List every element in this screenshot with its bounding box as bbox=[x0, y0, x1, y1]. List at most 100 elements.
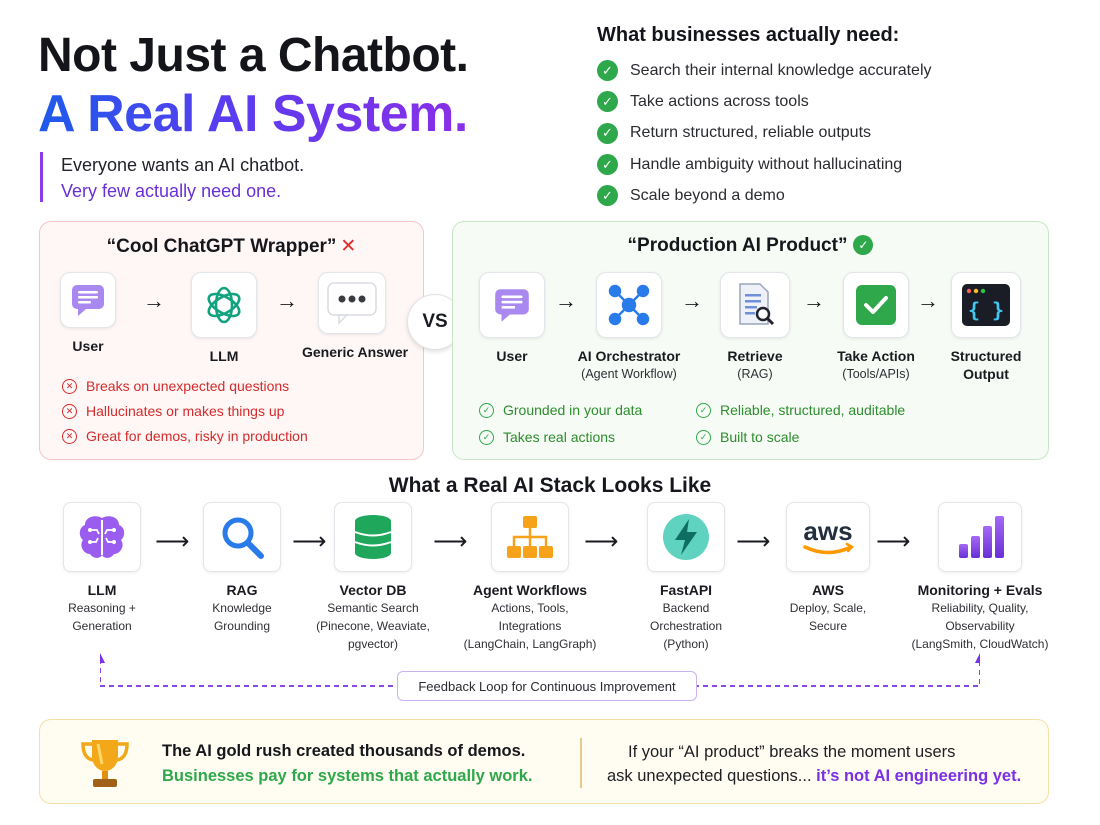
product-node-retrieve: Retrieve (RAG) bbox=[720, 272, 790, 383]
node-sublabel: Orchestration bbox=[649, 619, 723, 633]
check-icon: ✓ bbox=[597, 122, 618, 144]
bullet-text: Breaks on unexpected questions bbox=[86, 378, 290, 394]
bullet-text: Takes real actions bbox=[503, 429, 616, 445]
node-label: Structured bbox=[950, 348, 1022, 364]
product-node-structured-output: { } Structured Output bbox=[946, 272, 1026, 383]
node-sublabel: (Agent Workflow) bbox=[581, 367, 677, 381]
bar-chart-icon bbox=[938, 502, 1022, 572]
node-label: LLM bbox=[87, 582, 117, 598]
node-sublabel: Backend bbox=[662, 601, 710, 615]
node-sublabel: Semantic Search bbox=[327, 601, 419, 615]
need-text: Search their internal knowledge accurate… bbox=[630, 61, 932, 79]
need-text: Scale beyond a demo bbox=[630, 186, 785, 204]
flowchart-icon bbox=[491, 502, 569, 572]
stack-node-llm: LLM Reasoning + Generation bbox=[52, 502, 152, 635]
arrow-right-icon: → bbox=[917, 288, 939, 313]
wrapper-bullet: ✕Great for demos, risky in production bbox=[62, 428, 308, 444]
arrow-up-icon bbox=[975, 653, 980, 663]
need-item: ✓ Search their internal knowledge accurat… bbox=[597, 55, 1067, 86]
node-sublabel: Reliability, Quality, bbox=[931, 601, 1029, 615]
need-item: ✓ Take actions across tools bbox=[597, 86, 1067, 117]
title-line-2: A Real AI System. bbox=[38, 85, 468, 143]
arrow-right-icon: → bbox=[681, 288, 703, 313]
bullet-text: Hallucinates or makes things up bbox=[86, 403, 285, 419]
chat-bubble-icon bbox=[60, 272, 116, 328]
product-title-text: “Production AI Product” bbox=[627, 235, 848, 256]
stack-node-vector-db: Vector DB Semantic Search (Pinecone, Wea… bbox=[313, 502, 433, 653]
aws-logo-icon: aws bbox=[786, 502, 870, 572]
node-sublabel: Observability bbox=[945, 619, 1015, 633]
node-sublabel: Secure bbox=[808, 619, 848, 633]
node-label: Agent Workflows bbox=[472, 582, 588, 598]
node-sublabel: pgvector) bbox=[347, 637, 399, 651]
arrow-right-icon: → bbox=[276, 288, 298, 313]
wrapper-node-llm: LLM bbox=[191, 272, 257, 365]
footer-line-4: ask unexpected questions... it’s not AI … bbox=[607, 767, 1021, 786]
product-node-user: User bbox=[479, 272, 545, 365]
needs-heading: What businesses actually need: bbox=[597, 24, 900, 46]
node-label: LLM bbox=[209, 348, 239, 364]
bullet-text: Great for demos, risky in production bbox=[86, 428, 308, 444]
footer-highlight: it’s not AI engineering yet. bbox=[816, 767, 1022, 785]
product-bullet: ✓Grounded in your data bbox=[479, 402, 642, 418]
node-sublabel: (Pinecone, Weaviate, bbox=[316, 619, 430, 633]
need-text: Return structured, reliable outputs bbox=[630, 124, 872, 142]
wrapper-panel-title: “Cool ChatGPT Wrapper”✕ bbox=[40, 235, 423, 258]
intro-quote: Everyone wants an AI chatbot. Very few a… bbox=[40, 152, 304, 202]
check-tile-icon bbox=[843, 272, 909, 338]
node-label: Retrieve bbox=[727, 348, 783, 364]
brain-icon bbox=[63, 502, 141, 572]
need-item: ✓ Handle ambiguity without hallucinating bbox=[597, 149, 1067, 180]
node-sublabel: Actions, Tools, bbox=[491, 601, 569, 615]
node-sublabel: (LangSmith, CloudWatch) bbox=[911, 637, 1049, 651]
node-sublabel: Reasoning + bbox=[68, 601, 136, 615]
product-panel: “Production AI Product”✓ User → AI Orche… bbox=[452, 221, 1049, 460]
node-label: User bbox=[72, 338, 104, 354]
ellipsis-bubble-icon bbox=[318, 272, 386, 334]
check-icon: ✓ bbox=[597, 91, 618, 113]
check-icon: ✓ bbox=[853, 235, 874, 255]
footer-divider bbox=[580, 738, 582, 788]
footer-line-1: The AI gold rush created thousands of de… bbox=[162, 742, 526, 760]
x-circle-icon: ✕ bbox=[62, 378, 77, 394]
cross-icon: ✕ bbox=[340, 236, 357, 257]
node-label: User bbox=[496, 348, 528, 364]
need-text: Handle ambiguity without hallucinating bbox=[630, 155, 903, 173]
check-circle-icon: ✓ bbox=[696, 402, 711, 418]
check-icon: ✓ bbox=[597, 154, 618, 176]
trophy-icon bbox=[76, 734, 134, 797]
database-icon bbox=[334, 502, 412, 572]
wrapper-title-text: “Cool ChatGPT Wrapper” bbox=[106, 236, 337, 257]
wrapper-bullet: ✕ Breaks on unexpected questions bbox=[62, 378, 289, 394]
wrapper-bullet: ✕Hallucinates or makes things up bbox=[62, 403, 284, 419]
check-circle-icon: ✓ bbox=[696, 429, 711, 445]
node-label: Take Action bbox=[837, 348, 915, 364]
wrapper-node-generic-answer: Generic Answer bbox=[302, 272, 409, 361]
feedback-loop-line bbox=[100, 653, 980, 687]
wrapper-panel: “Cool ChatGPT Wrapper”✕ User → LLM → Gen… bbox=[39, 221, 424, 460]
check-circle-icon: ✓ bbox=[479, 402, 494, 418]
arrow-right-icon: ⟶ bbox=[584, 528, 619, 555]
node-label: FastAPI bbox=[659, 582, 713, 598]
node-sublabel: Deploy, Scale, bbox=[789, 601, 867, 615]
check-icon: ✓ bbox=[597, 60, 618, 82]
stack-node-fastapi: FastAPI Backend Orchestration (Python) bbox=[636, 502, 736, 653]
node-sublabel: Knowledge bbox=[212, 601, 272, 615]
product-bullet: ✓Takes real actions bbox=[479, 429, 615, 445]
node-sublabel: (Python) bbox=[663, 637, 709, 651]
node-label: Generic Answer bbox=[302, 344, 409, 360]
node-sublabel: Generation bbox=[72, 619, 132, 633]
business-needs-list: What businesses actually need: ✓ Search t… bbox=[597, 24, 1067, 211]
node-label: AI Orchestrator bbox=[577, 348, 681, 364]
node-label: RAG bbox=[226, 582, 258, 598]
node-sublabel: Output bbox=[963, 366, 1009, 382]
bullet-text: Reliable, structured, auditable bbox=[720, 402, 906, 418]
arrow-right-icon: ⟶ bbox=[876, 528, 911, 555]
node-sublabel: Integrations bbox=[498, 619, 562, 633]
node-sublabel: (Tools/APIs) bbox=[842, 367, 910, 381]
product-bullet: ✓ Reliable, structured, auditable bbox=[696, 402, 905, 418]
check-icon: ✓ bbox=[597, 185, 618, 207]
node-sublabel: (RAG) bbox=[737, 367, 773, 381]
chat-bubble-icon bbox=[479, 272, 545, 338]
need-text: Take actions across tools bbox=[630, 92, 809, 110]
